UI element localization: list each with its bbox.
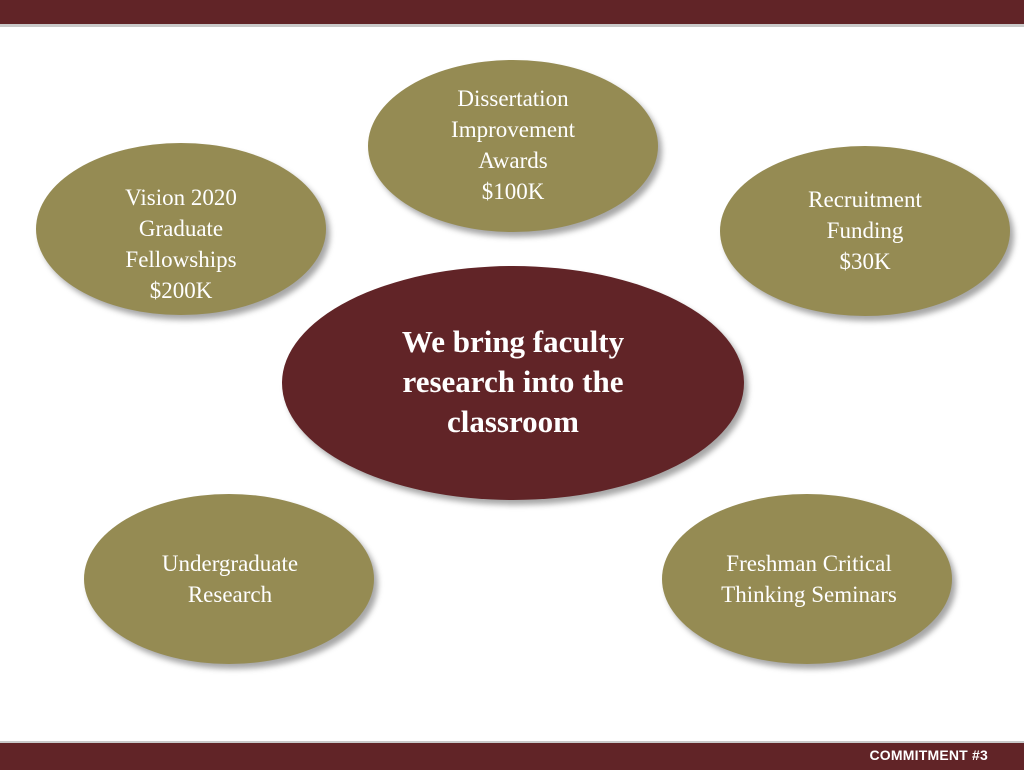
- top-banner: [0, 0, 1024, 27]
- vision-fellowships-bubble: Vision 2020 Graduate Fellowships $200K: [36, 143, 326, 315]
- undergraduate-research-bubble: Undergraduate Research: [84, 494, 374, 664]
- freshman-seminars-bubble: Freshman Critical Thinking Seminars: [662, 494, 952, 664]
- recruitment-funding-text: Recruitment Funding $30K: [808, 186, 922, 274]
- dissertation-awards-bubble: Dissertation Improvement Awards $100K: [368, 60, 658, 232]
- commitment-label: COMMITMENT #3: [869, 747, 988, 763]
- recruitment-funding-bubble: Recruitment Funding $30K: [720, 146, 1010, 316]
- central-statement-bubble: We bring faculty research into the class…: [282, 266, 744, 500]
- bottom-banner: COMMITMENT #3: [0, 741, 1024, 770]
- vision-fellowships-text: Vision 2020 Graduate Fellowships $200K: [125, 185, 237, 303]
- freshman-seminars-text: Freshman Critical Thinking Seminars: [721, 551, 897, 607]
- undergraduate-research-text: Undergraduate Research: [161, 551, 299, 607]
- central-statement-text: We bring faculty research into the class…: [401, 323, 625, 439]
- dissertation-awards-text: Dissertation Improvement Awards $100K: [451, 85, 575, 204]
